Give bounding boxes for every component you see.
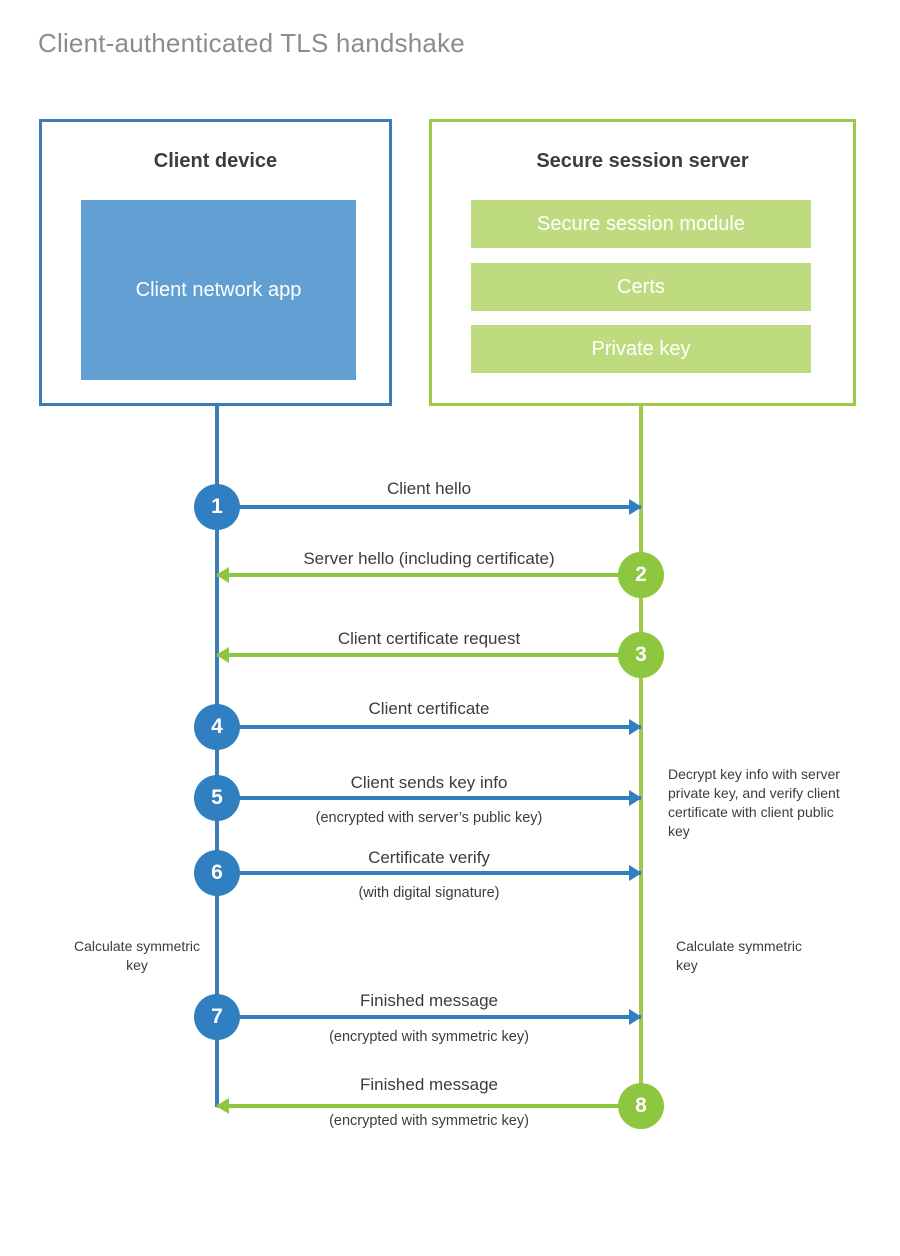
step-8-badge: 8 (618, 1083, 664, 1129)
server-calculate-symmetric-key-annotation: Calculate symmetric key (676, 938, 803, 973)
server-lifeline (639, 406, 643, 1107)
step-5-badge: 5 (194, 775, 240, 821)
step-4-arrow-shaft (217, 725, 641, 729)
step-7-sublabel: (encrypted with symmetric key) (329, 1029, 529, 1045)
step-5-label: Client sends key info (350, 773, 508, 792)
step-2-badge: 2 (618, 552, 664, 598)
step-5-sublabel: (encrypted with server’s public key) (315, 810, 543, 826)
page-title: Client-authenticated TLS handshake (38, 28, 465, 58)
step-3-arrow-shaft (217, 653, 641, 657)
step-3-badge: 3 (618, 632, 664, 678)
step-8-label: Finished message (360, 1075, 498, 1094)
step-7-label: Finished message (360, 991, 498, 1010)
step-2-label: Server hello (including certificate) (303, 549, 555, 568)
secure-session-server-box: Secure session server Secure session mod… (429, 119, 856, 406)
step-7-arrow-shaft (217, 1015, 641, 1019)
step-7-arrow (217, 1009, 642, 1025)
client-device-box: Client device Client network app (39, 119, 392, 406)
step-8-arrow-shaft (217, 1104, 641, 1108)
step-1-arrow-shaft (217, 505, 641, 509)
client-lifeline (215, 406, 219, 1107)
client-device-title: Client device (153, 150, 278, 172)
step-6-arrow-head (629, 865, 642, 881)
step-7-arrow-head (629, 1009, 642, 1025)
server-component-certs: Certs (471, 263, 811, 311)
step-7-badge: 7 (194, 994, 240, 1040)
step-1-badge: 1 (194, 484, 240, 530)
step-6-arrow (217, 865, 642, 881)
step-3-arrow-head (216, 647, 229, 663)
step-4-badge: 4 (194, 704, 240, 750)
step-6-sublabel: (with digital signature) (358, 885, 500, 901)
step-4-label: Client certificate (368, 699, 490, 718)
step-8-arrow-head (216, 1098, 229, 1114)
step-1-arrow (217, 499, 642, 515)
step-6-arrow-shaft (217, 871, 641, 875)
step-2-arrow-head (216, 567, 229, 583)
step-8-arrow (216, 1098, 641, 1114)
step-5-arrow-head (629, 790, 642, 806)
step-1-arrow-head (629, 499, 642, 515)
secure-session-server-title: Secure session server (536, 150, 749, 172)
step-1-label: Client hello (386, 479, 472, 498)
step-5-arrow (217, 790, 642, 806)
step-2-arrow (216, 567, 641, 583)
client-network-app-block: Client network app (81, 200, 356, 380)
step-8-sublabel: (encrypted with symmetric key) (329, 1113, 529, 1129)
step-4-arrow-head (629, 719, 642, 735)
step-6-label: Certificate verify (368, 848, 490, 867)
step-6-badge: 6 (194, 850, 240, 896)
step-4-arrow (217, 719, 642, 735)
step-3-arrow (216, 647, 641, 663)
server-component-private-key: Private key (471, 325, 811, 373)
server-decrypt-annotation: Decrypt key info with server private key… (668, 766, 840, 839)
step-3-label: Client certificate request (337, 629, 521, 648)
step-5-arrow-shaft (217, 796, 641, 800)
client-calculate-symmetric-key-annotation: Calculate symmetric key (73, 938, 201, 973)
server-component-secure-session-module: Secure session module (471, 200, 811, 248)
step-2-arrow-shaft (217, 573, 641, 577)
